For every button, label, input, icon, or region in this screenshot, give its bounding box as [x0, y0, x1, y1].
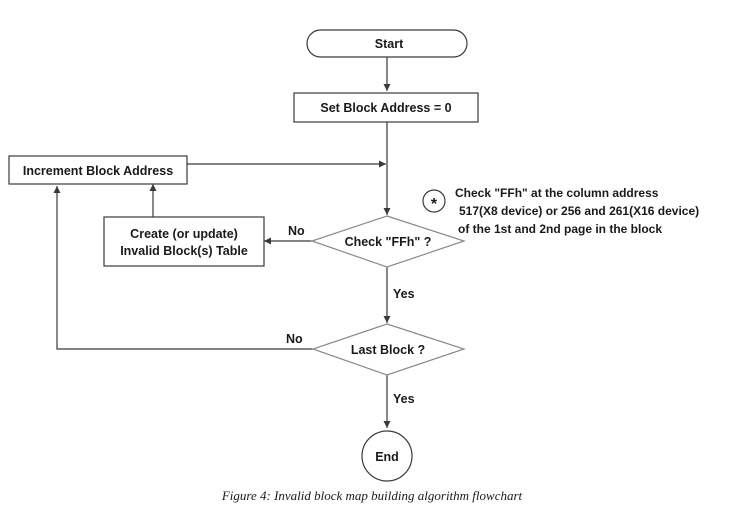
create-table-box: Create (or update) Invalid Block(s) Tabl…: [103, 216, 265, 267]
last-no-label: No: [286, 332, 303, 346]
check-decision: Check "FFh" ?: [310, 215, 466, 268]
note-marker: *: [431, 196, 438, 213]
end-terminator: End: [361, 430, 413, 482]
start-label: Start: [375, 37, 404, 51]
create-label-line2: Invalid Block(s) Table: [120, 244, 248, 258]
figure-caption: Figure 4: Invalid block map building alg…: [221, 488, 523, 503]
increment-label: Increment Block Address: [23, 164, 173, 178]
set-address-box: Set Block Address = 0: [293, 92, 479, 123]
connectors: [53, 57, 391, 428]
note-line3: of the 1st and 2nd page in the block: [458, 222, 662, 236]
last-block-label: Last Block ?: [351, 343, 425, 357]
note-line2: 517(X8 device) or 256 and 261(X16 device…: [459, 204, 699, 218]
create-label-line1: Create (or update): [130, 227, 238, 241]
last-yes-label: Yes: [393, 392, 415, 406]
last-block-decision: Last Block ?: [311, 323, 466, 376]
note-annotation: * Check "FFh" at the column address 517(…: [422, 186, 699, 236]
end-label: End: [375, 450, 399, 464]
start-terminator: Start: [306, 29, 468, 58]
check-label: Check "FFh" ?: [345, 235, 432, 249]
increment-box: Increment Block Address: [8, 155, 188, 185]
set-address-label: Set Block Address = 0: [320, 101, 451, 115]
arrow-last-no-to-increment: [53, 186, 313, 350]
check-no-label: No: [288, 224, 305, 238]
note-marker-circle: [422, 189, 446, 213]
check-yes-label: Yes: [393, 287, 415, 301]
note-line1: Check "FFh" at the column address: [455, 186, 659, 200]
